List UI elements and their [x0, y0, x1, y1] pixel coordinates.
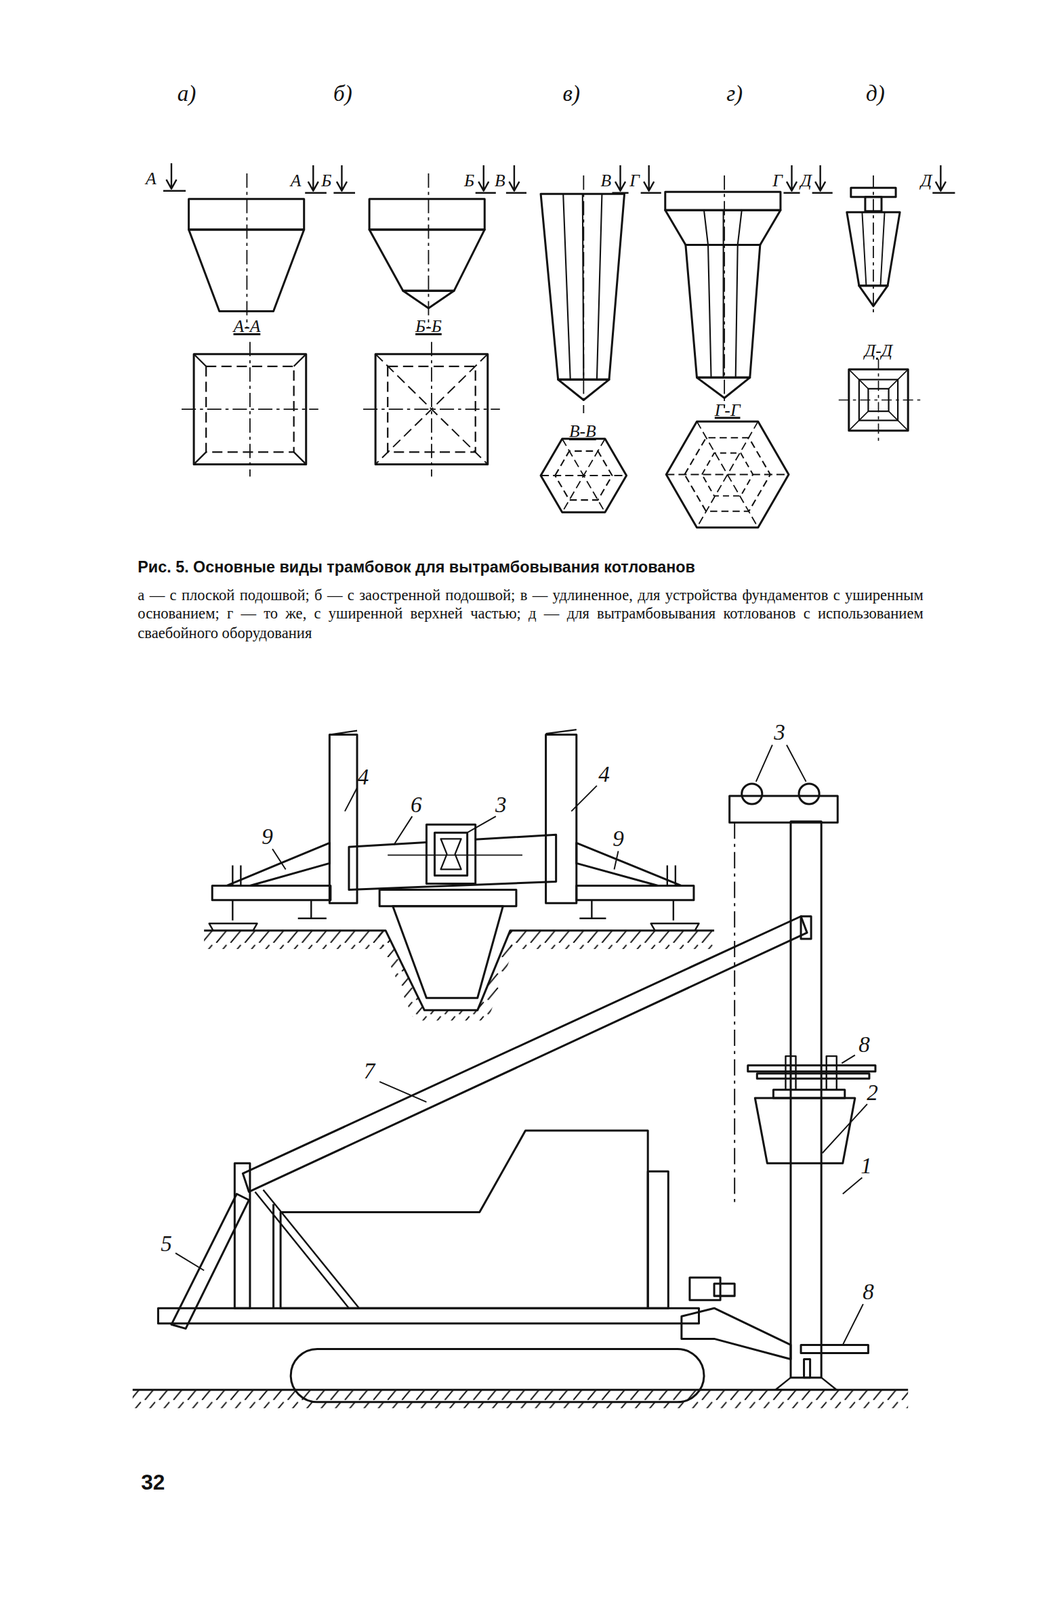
caption-legend: а — с плоской подошвой; б — с заостренно…: [137, 586, 923, 643]
section-title: А-А: [233, 317, 261, 336]
callout-number: 8: [858, 1033, 870, 1057]
callout-number: 9: [612, 827, 625, 851]
section-mark: Б: [464, 172, 475, 190]
section-mark: А: [145, 170, 157, 188]
callout-number: 3: [495, 794, 507, 817]
callout-number: 1: [860, 1155, 873, 1178]
callout-number: 9: [261, 825, 274, 849]
section-title: Б-Б: [415, 317, 442, 336]
callout-number: 8: [862, 1281, 875, 1304]
callout-number: 6: [410, 794, 423, 817]
callout-number: 5: [160, 1233, 173, 1256]
section-mark: Г: [772, 172, 783, 190]
section-title: Г-Г: [714, 401, 741, 420]
callout-number: 7: [363, 1060, 376, 1083]
callout-number: 2: [866, 1082, 879, 1105]
section-mark: В: [494, 172, 506, 190]
section-title: Д-Д: [864, 342, 893, 360]
figure-letter: г): [726, 82, 743, 106]
section-mark: Д: [800, 172, 812, 190]
page-number: 32: [140, 1470, 165, 1493]
figure-letter: д): [865, 82, 885, 106]
section-mark: А: [290, 172, 302, 190]
callout-number: 4: [598, 763, 610, 786]
section-mark: В: [600, 172, 612, 190]
figure-caption: Рис. 5. Основные виды трамбовок для вытр…: [137, 559, 696, 576]
figure-letter: а): [177, 82, 197, 106]
figure-letter: в): [563, 82, 580, 106]
section-mark: Д: [920, 172, 932, 190]
section-mark: Г: [629, 172, 640, 190]
figure-letter: б): [333, 82, 353, 106]
callout-number: 3: [773, 721, 786, 744]
section-mark: Б: [321, 172, 332, 190]
section-title: В-В: [569, 422, 597, 441]
callout-number: 4: [357, 766, 370, 789]
